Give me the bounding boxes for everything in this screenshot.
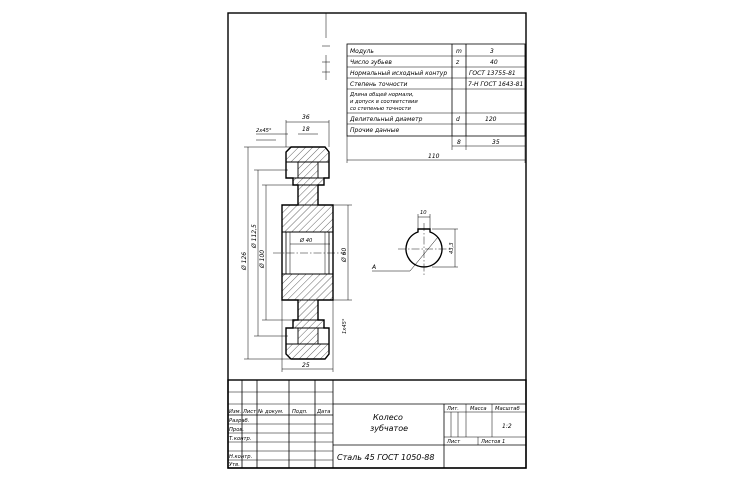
role-norm-control: Н.контр. xyxy=(229,454,252,460)
frame-top-marks xyxy=(322,13,330,80)
param-name-normal-line3: со степенью точности xyxy=(350,106,411,112)
role-checker: Пров. xyxy=(229,427,244,433)
role-developer: Разраб. xyxy=(229,418,249,424)
dim-width-sub: 18 xyxy=(302,126,310,133)
dim-bore-diameter: Ø 40 xyxy=(299,237,313,244)
mass-header: Масса xyxy=(470,406,487,412)
param-value-module: 3 xyxy=(490,48,494,55)
param-value-contour: ГОСТ 13755-81 xyxy=(469,70,516,77)
param-name-normal-line1: Длина общей нормали, xyxy=(349,92,414,98)
role-approver: Утв. xyxy=(229,462,240,468)
material-spec: Сталь 45 ГОСТ 1050-88 xyxy=(337,453,434,462)
rev-header-change: Изм. xyxy=(229,409,241,415)
dim-outer-diameter: Ø 126 xyxy=(241,252,248,271)
dim-width-top: 36 xyxy=(302,114,310,121)
scale-value: 1:2 xyxy=(502,423,512,430)
lit-header: Лит. xyxy=(446,406,459,412)
sheet-label: Лист xyxy=(446,439,461,445)
param-name-accuracy: Степень точности xyxy=(350,81,407,88)
sheets-label: Листов 1 xyxy=(480,439,505,445)
param-value-accuracy: 7-Н ГОСТ 1643-81 xyxy=(468,81,523,88)
hub-end-view: 10 43,3 А xyxy=(371,210,458,276)
dim-keyway-width: 10 xyxy=(420,210,427,216)
param-name-other: Прочие данные xyxy=(350,127,399,134)
gear-parameters-table: Модуль m 3 Число зубьев z 40 Нормальный … xyxy=(346,43,526,163)
param-value-pitch-diameter: 120 xyxy=(485,116,497,123)
dim-hub-dia-1: Ø 100 xyxy=(259,250,266,269)
param-name-module: Модуль xyxy=(350,48,374,55)
dim-hub-width: 25 xyxy=(302,362,310,369)
title-line2: зубчатое xyxy=(370,424,408,433)
param-name-teeth: Число зубьев xyxy=(350,59,392,66)
table-dim-col1: 8 xyxy=(457,139,461,146)
gear-section-view: 36 18 2x45° Ø 126 Ø 112,5 Ø 100 Ø 60 1x4… xyxy=(241,114,352,372)
rev-header-sign: Подп. xyxy=(292,409,308,415)
title-line1: Колесо xyxy=(373,413,403,422)
dim-chamfer-top: 2x45° xyxy=(256,128,272,134)
dim-keyway-depth: 43,3 xyxy=(449,242,455,254)
rev-header-doc: № докум. xyxy=(257,409,284,415)
table-dim-total: 110 xyxy=(428,153,440,160)
title-block: Изм. Лист № докум. Подп. Дата Разраб. Пр… xyxy=(227,379,527,469)
param-symbol-teeth: z xyxy=(455,59,460,66)
dim-chamfer-bore: 1x45° xyxy=(342,318,348,334)
dim-root-diameter: Ø 112,5 xyxy=(251,224,258,249)
param-symbol-module: m xyxy=(456,48,462,55)
param-name-normal-line2: и допуск в соответствии xyxy=(350,99,418,105)
role-tech-control: Т.контр. xyxy=(229,436,251,442)
table-dim-col2: 35 xyxy=(492,139,500,146)
rev-header-sheet: Лист xyxy=(242,409,257,415)
param-value-teeth: 40 xyxy=(490,59,498,66)
param-name-pitch-diameter: Делительный диаметр xyxy=(349,116,423,123)
dim-hub-dia-2: Ø 60 xyxy=(341,248,348,263)
rev-header-date: Дата xyxy=(316,409,330,415)
dim-leader-a: А xyxy=(371,264,376,271)
param-symbol-pitch-diameter: d xyxy=(456,116,460,123)
param-name-contour: Нормальный исходный контур xyxy=(350,70,447,77)
scale-header: Масштаб xyxy=(495,406,520,412)
